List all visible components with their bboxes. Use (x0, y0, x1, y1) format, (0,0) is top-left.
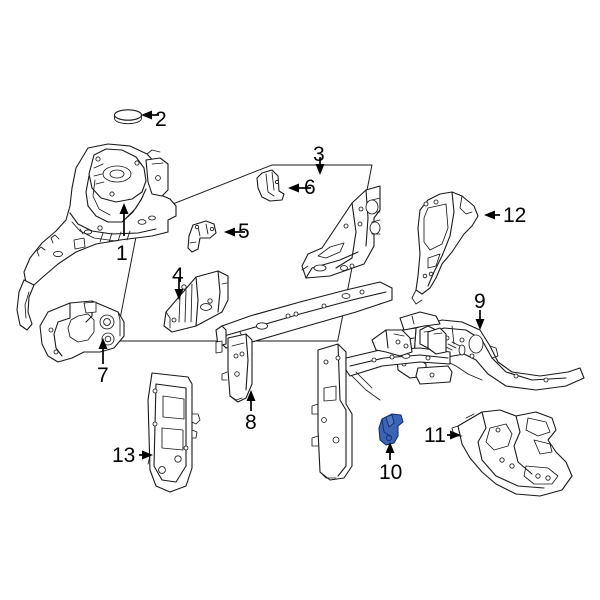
callout-label-12[interactable]: 12 (503, 204, 527, 227)
callout-label-1[interactable]: 1 (116, 242, 128, 265)
part-10-assembly-context (311, 327, 453, 481)
part-6-bracket (256, 169, 285, 202)
part-13-reinforcement-plate (147, 372, 201, 493)
callout-label-4[interactable]: 4 (172, 264, 184, 287)
callout-label-8[interactable]: 8 (245, 411, 257, 434)
callout-label-6[interactable]: 6 (304, 176, 316, 199)
part-3-side-member (301, 185, 381, 279)
part-1-wheelhouse-assembly (16, 143, 177, 331)
callout-label-3[interactable]: 3 (313, 143, 325, 166)
callout-arrows (98, 110, 500, 460)
part-10-highlighted-bracket (378, 413, 404, 446)
part-4-cover-panel (163, 270, 229, 333)
callout-label-13[interactable]: 13 (112, 444, 136, 467)
part-12-wheelhouse-bracket (411, 191, 479, 305)
part-2-cap (113, 109, 143, 125)
part-5-bracket (187, 220, 217, 253)
part-11-lower-reinforcement (451, 409, 573, 497)
part-7-mount-bracket (39, 300, 125, 363)
callout-label-10[interactable]: 10 (379, 461, 403, 484)
part-8-cross-member (215, 281, 393, 403)
callout-label-9[interactable]: 9 (474, 290, 486, 313)
callout-label-5[interactable]: 5 (238, 220, 250, 243)
callout-label-11[interactable]: 11 (424, 424, 446, 447)
callout-label-7[interactable]: 7 (97, 364, 109, 387)
callout-label-2[interactable]: 2 (155, 108, 167, 131)
